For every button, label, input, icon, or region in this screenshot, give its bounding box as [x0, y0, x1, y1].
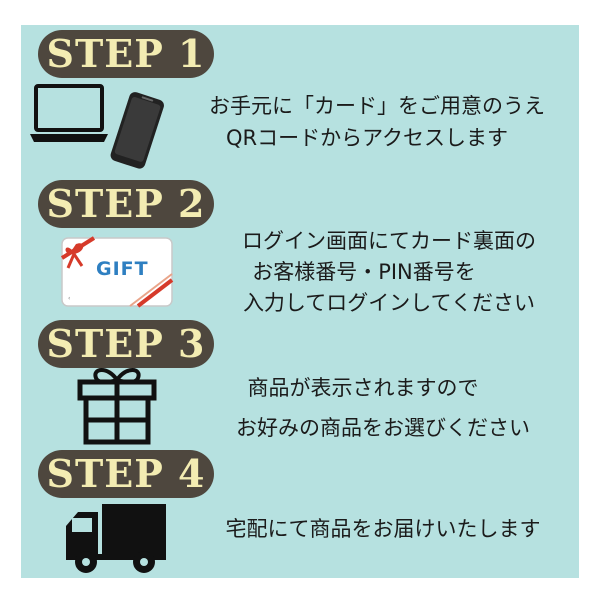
step-4-badge: STEP 4 [38, 450, 214, 498]
step-3-badge: STEP 3 [38, 320, 214, 368]
svg-text:‹: ‹ [68, 295, 70, 302]
step-2-line-1: ログイン画面にてカード裏面の [242, 229, 536, 253]
step-2-line-2: お客様番号・PIN番号を [252, 260, 476, 284]
laptop-icon [28, 84, 110, 148]
step-2-badge: STEP 2 [38, 180, 214, 228]
step-3-text: 商品が表示されますので お好みの商品をお選びください [186, 368, 580, 448]
step-1-badge: STEP 1 [38, 30, 214, 78]
step-3-line-1: 商品が表示されますので [247, 376, 479, 400]
gift-box-icon [76, 366, 158, 450]
gift-card-icon: ‹ [60, 236, 174, 312]
step-1-line-2: QRコードからアクセスします [225, 126, 509, 150]
smartphone-icon [105, 90, 167, 176]
step-2-line-3: 入力してログインしてください [242, 291, 536, 315]
step-1-text: お手元に「カード」をご用意のうえ QRコードからアクセスします [172, 90, 582, 154]
step-1-line-1: お手元に「カード」をご用意のうえ [209, 94, 545, 118]
step-4-text: 宅配にて商品をお届けいたします [186, 513, 580, 545]
gift-card-label: GIFT [96, 258, 149, 280]
delivery-truck-icon [64, 500, 168, 580]
step-2-text: ログイン画面にてカード裏面の お客様番号・PIN番号を 入力してログインしてくだ… [198, 226, 580, 319]
step-3-line-2: お好みの商品をお選びください [236, 416, 530, 440]
step-4-line-1: 宅配にて商品をお届けいたします [225, 517, 541, 541]
